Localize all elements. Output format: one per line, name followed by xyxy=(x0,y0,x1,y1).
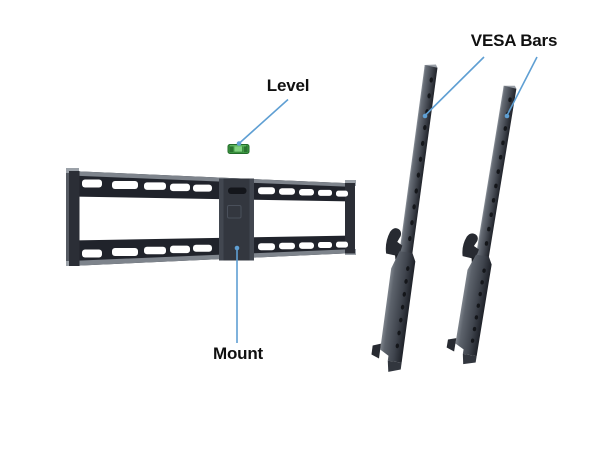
vesa-right-leader-dot xyxy=(504,113,510,119)
level-label: Level xyxy=(266,76,310,95)
level-bubble-window xyxy=(233,145,243,153)
level-leader-dot xyxy=(236,141,242,146)
leader-lines xyxy=(234,56,538,343)
plate-handle-slot xyxy=(228,187,247,194)
vesa-bars-label: VESA Bars xyxy=(470,31,558,50)
mount-label: Mount xyxy=(213,344,263,363)
vesa-bar-right-illustration xyxy=(443,81,522,367)
mount-left-edge xyxy=(69,171,80,266)
plate-logo-emboss xyxy=(227,205,242,219)
level-illustration xyxy=(227,144,250,154)
mount-left-sliver xyxy=(66,173,70,261)
mount-top-rail-face xyxy=(70,171,355,187)
mount-bottom-rail-face xyxy=(70,249,355,266)
vesa-bar-left-illustration xyxy=(368,60,443,374)
mount-right-edge xyxy=(345,183,355,254)
mount-illustration xyxy=(66,168,356,266)
mount-leader-dot xyxy=(234,245,240,251)
vesa-right-leader-line xyxy=(506,56,538,116)
mount-bottom-slots xyxy=(82,241,348,258)
vesa-left-leader-dot xyxy=(422,113,428,119)
vesa-left-leader-line xyxy=(424,56,485,117)
level-leader-line xyxy=(238,98,289,145)
mount-top-slots xyxy=(82,179,348,197)
